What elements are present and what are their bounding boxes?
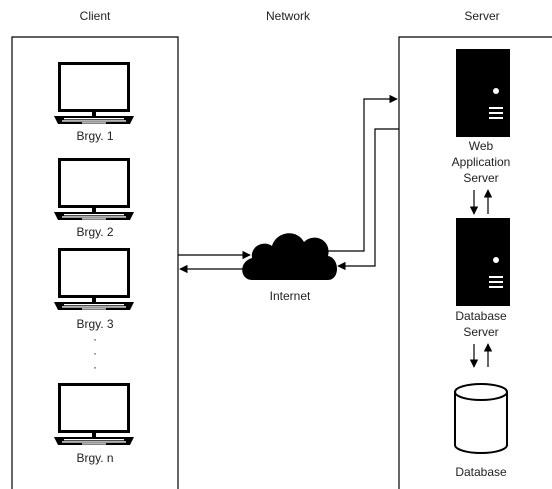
internet-label: Internet [270, 289, 311, 303]
server-column-header: Server [464, 9, 499, 23]
client-column-header: Client [80, 9, 111, 23]
client-label: Brgy. n [76, 451, 113, 465]
arrow-web-server-to-internet [337, 128, 399, 271]
client-label: Brgy. 3 [76, 317, 113, 331]
internet-cloud: Internet [242, 233, 337, 303]
ellipsis-dot: · [93, 346, 97, 360]
network-column-header: Network [266, 9, 311, 23]
arrow-internet-to-web-server [328, 94, 398, 252]
laptop-icon [54, 158, 134, 220]
database: Database [454, 383, 508, 479]
laptop-icon [54, 248, 134, 310]
ellipsis-dot: · [93, 360, 97, 374]
laptop-icon [54, 383, 134, 445]
web-server-label-line: Server [463, 171, 498, 185]
cloud-icon [242, 233, 337, 280]
server-tower-icon [456, 218, 510, 306]
db-server-label-line: Server [463, 325, 498, 339]
web-application-server: Web Application Server [452, 49, 511, 185]
ellipsis-dot: · [93, 332, 97, 346]
web-server-label-line: Web [469, 139, 494, 153]
database-server: Database Server [455, 218, 510, 339]
client-label: Brgy. 1 [76, 129, 113, 143]
client-brgy-2: Brgy. 2 [54, 158, 134, 239]
client-label: Brgy. 2 [76, 225, 113, 239]
server-tower-icon [456, 49, 510, 137]
web-server-label-line: Application [452, 155, 511, 169]
client-box [11, 36, 179, 489]
laptop-icon [54, 62, 134, 124]
client-brgy-1: Brgy. 1 [54, 62, 134, 143]
db-server-label-line: Database [455, 309, 507, 323]
client-brgy-n: Brgy. n [54, 383, 134, 465]
server-box [398, 36, 552, 489]
client-brgy-3: Brgy. 3 [54, 248, 134, 331]
database-cylinder-icon [454, 383, 508, 454]
client-ellipsis: · · · [93, 332, 97, 374]
database-label: Database [455, 465, 507, 479]
